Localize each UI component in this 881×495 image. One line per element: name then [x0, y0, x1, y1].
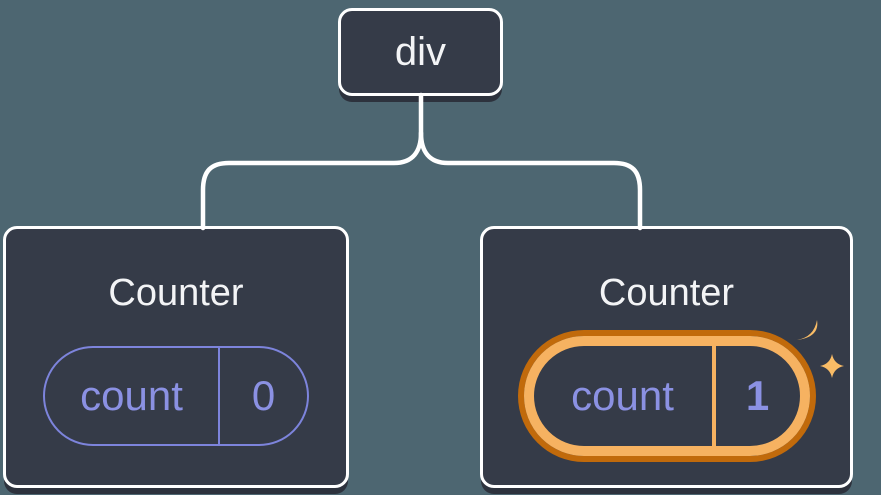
- state-pill: count 0: [43, 346, 309, 446]
- tree-node-div: div: [338, 8, 503, 96]
- state-key-label: count: [80, 372, 183, 419]
- state-value: 0: [251, 372, 276, 419]
- tree-node-counter-right: Counter count 1: [480, 226, 853, 488]
- tree-node-counter-left: Counter count 0: [3, 226, 349, 488]
- state-key-label: count: [571, 372, 674, 419]
- pill-divider: [218, 348, 220, 444]
- state-pill-highlighted: count 1: [523, 336, 810, 456]
- state-value: 1: [745, 372, 770, 419]
- counter-title: Counter: [108, 272, 244, 314]
- node-label: div: [394, 30, 447, 74]
- pill-divider: [711, 346, 716, 446]
- counter-title: Counter: [598, 272, 735, 314]
